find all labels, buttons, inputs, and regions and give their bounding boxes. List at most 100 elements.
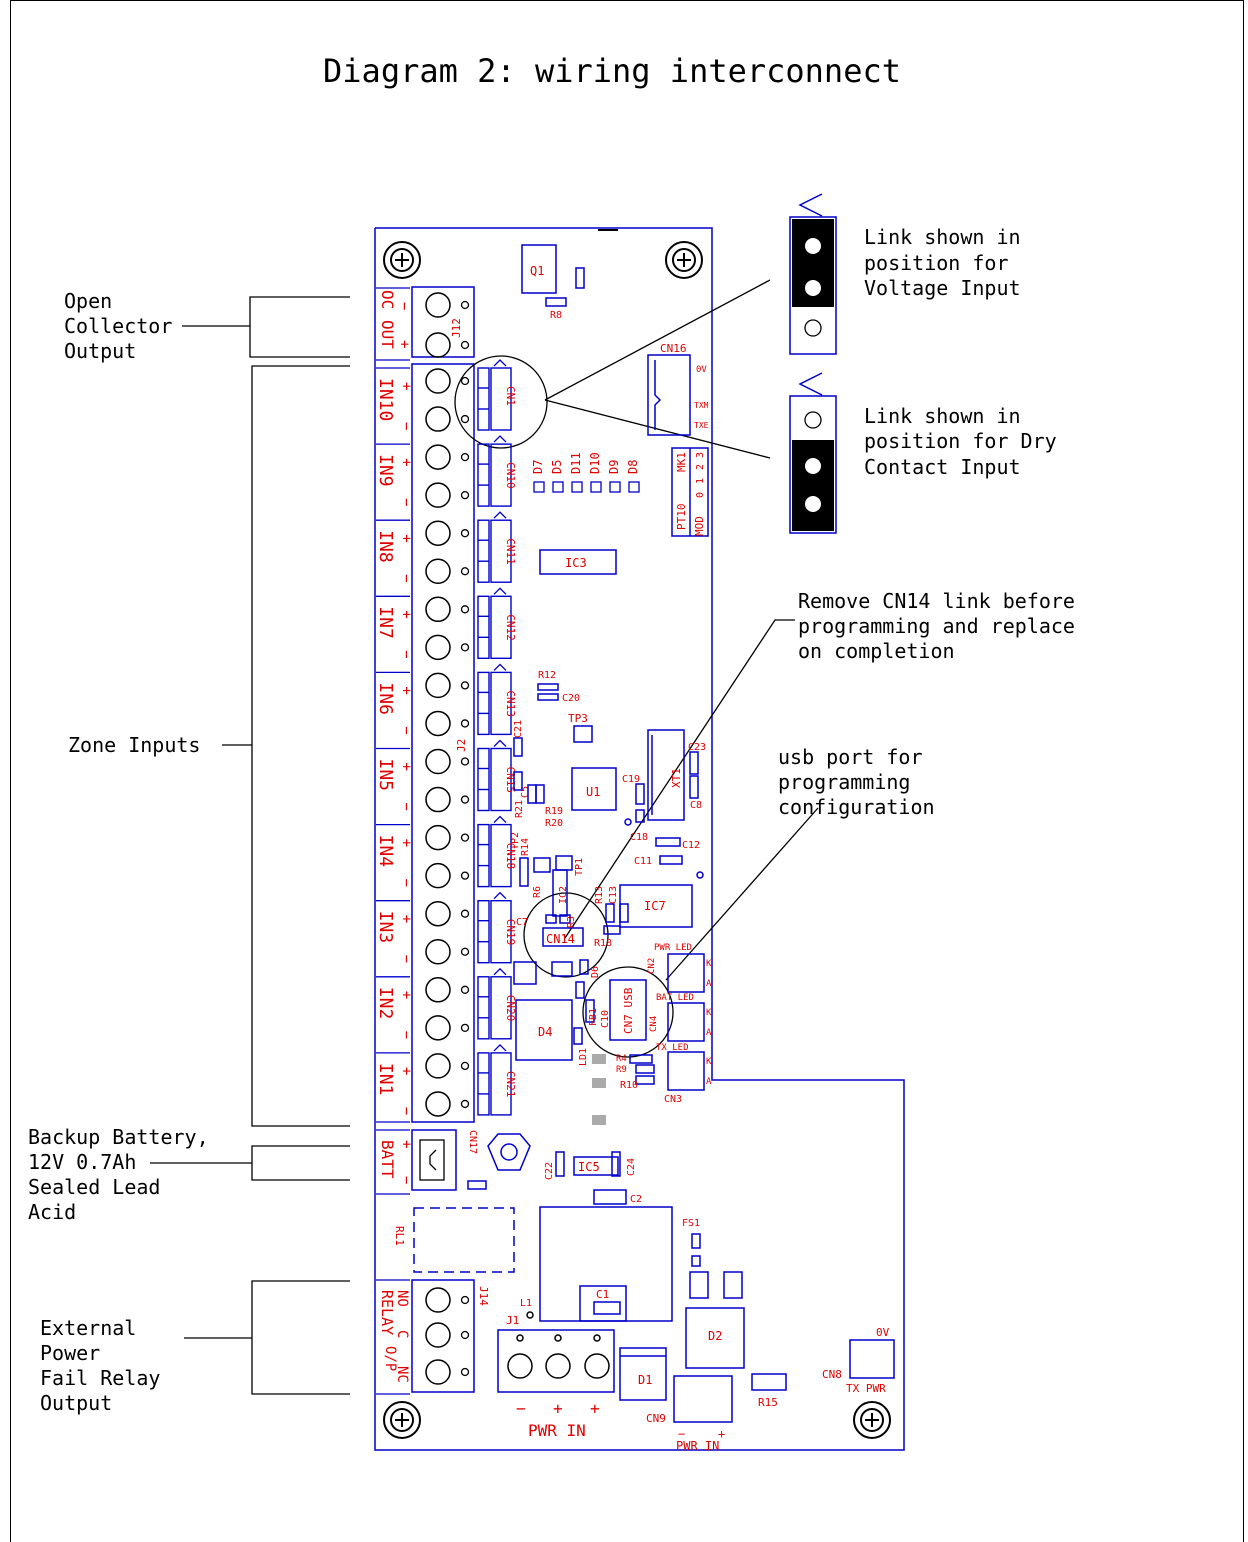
input-plus-10: + bbox=[398, 1067, 414, 1075]
c11-label: C11 bbox=[634, 856, 652, 867]
pin-1-label: 1 bbox=[695, 478, 706, 484]
tx-pwr-label: TX PWR bbox=[846, 1382, 886, 1395]
pwr-in-plus: + bbox=[553, 1399, 563, 1418]
led-label-d10: D10 bbox=[588, 452, 602, 474]
link-body-7 bbox=[490, 823, 512, 888]
ld1-label: LD1 bbox=[578, 1048, 589, 1066]
u1-label: U1 bbox=[586, 785, 600, 799]
c18-label: C18 bbox=[630, 832, 648, 843]
j14-screw-3 bbox=[425, 1359, 451, 1385]
callout-lines bbox=[150, 279, 819, 1395]
link-body-1 bbox=[490, 367, 512, 431]
oc-minus: − bbox=[396, 302, 412, 310]
j12-screw-2 bbox=[425, 332, 451, 358]
oc-label: OC bbox=[378, 290, 397, 309]
j2-screw-16-pin bbox=[460, 947, 470, 956]
c21-label: C21 bbox=[513, 720, 524, 738]
led-label-d11: D11 bbox=[569, 452, 583, 474]
link-pins-2 bbox=[477, 443, 490, 507]
j2-screw-2-pin bbox=[460, 414, 470, 424]
led-label-d8: D8 bbox=[626, 460, 640, 474]
link-arrow-7 bbox=[493, 815, 507, 824]
j14-screw-2-pin bbox=[460, 1330, 470, 1340]
ic7-label: IC7 bbox=[644, 899, 666, 913]
r3-label: R3 bbox=[566, 916, 577, 928]
batt-minus: − bbox=[398, 1176, 414, 1184]
j2-screw-5 bbox=[425, 520, 451, 546]
rl1-label: RL1 bbox=[393, 1226, 406, 1246]
cn17-body bbox=[419, 1139, 445, 1181]
j2-screw-12-pin bbox=[460, 795, 470, 804]
j2-screw-3-pin bbox=[460, 452, 470, 462]
pt10-label: PT10 bbox=[675, 504, 688, 531]
grey-pad-marks bbox=[592, 1054, 606, 1125]
diagram-title: Diagram 2: wiring interconnect bbox=[323, 52, 901, 90]
j14-screw-3-pin bbox=[460, 1367, 470, 1377]
led-pad-d8 bbox=[628, 481, 640, 493]
cn17-latch bbox=[429, 1149, 437, 1171]
cn-label-2: CN10 bbox=[504, 462, 517, 489]
j2-screw-16 bbox=[425, 939, 451, 965]
cn2-label: CN2 bbox=[647, 958, 657, 974]
input-label-in9: IN9 bbox=[375, 454, 396, 487]
d2-label: D2 bbox=[708, 1329, 722, 1343]
input-plus-1: + bbox=[398, 382, 414, 390]
oc-plus: + bbox=[396, 340, 412, 348]
cn4-label: CN4 bbox=[649, 1016, 659, 1032]
link-pins-3 bbox=[477, 519, 490, 583]
input-minus-6: − bbox=[398, 803, 414, 811]
tp1-label: TP1 bbox=[574, 858, 585, 876]
dry-link-line-1: Link shown in bbox=[864, 404, 1021, 428]
cn9-minus: − bbox=[678, 1427, 685, 1441]
relay-c-label: C bbox=[394, 1330, 410, 1338]
link-pins-5 bbox=[477, 671, 490, 736]
cn-label-3: CN11 bbox=[504, 538, 517, 565]
c20-label: C20 bbox=[562, 693, 580, 704]
c13-label: C13 bbox=[608, 886, 619, 904]
pin-2-label: 2 bbox=[695, 464, 706, 470]
battery-line-4: Acid bbox=[28, 1200, 76, 1224]
input-minus-1: − bbox=[398, 422, 414, 430]
cn-label-7: CN18 bbox=[504, 843, 517, 870]
cn17-label: CN17 bbox=[467, 1130, 478, 1154]
pwr-in-plus-2: + bbox=[590, 1399, 600, 1418]
j2-screw-18 bbox=[425, 1015, 451, 1041]
link-arrow-9 bbox=[493, 967, 507, 976]
input-label-in8: IN8 bbox=[375, 530, 396, 563]
j2-screw-6-pin bbox=[460, 567, 470, 576]
c10-label: C10 bbox=[600, 1010, 611, 1028]
relay-line-3: Fail Relay bbox=[40, 1366, 160, 1390]
j2-screw-17 bbox=[425, 977, 451, 1003]
r12-label: R12 bbox=[538, 670, 556, 681]
ic2-label: IC2 bbox=[558, 886, 569, 904]
d4-label: D4 bbox=[538, 1025, 552, 1039]
input-plus-9: + bbox=[398, 991, 414, 999]
link-arrow-3 bbox=[493, 511, 507, 519]
r6-label: R6 bbox=[532, 886, 543, 898]
out-label: OUT bbox=[378, 320, 397, 349]
cn-label-8: CN19 bbox=[504, 919, 517, 946]
batt-plus: + bbox=[398, 1140, 414, 1148]
c12-label: C12 bbox=[682, 840, 700, 851]
j2-screw-1 bbox=[425, 368, 451, 394]
link-arrow-8 bbox=[493, 891, 507, 900]
j12-screw-1 bbox=[425, 292, 451, 318]
l1-label: L1 bbox=[520, 1298, 532, 1309]
j2-screw-19-pin bbox=[460, 1061, 470, 1071]
link-pins-4 bbox=[477, 595, 490, 659]
input-minus-4: − bbox=[398, 650, 414, 658]
j2-screw-20 bbox=[425, 1091, 451, 1117]
power-terminal-screws bbox=[507, 1311, 610, 1379]
battery-line-1: Backup Battery, bbox=[28, 1125, 209, 1149]
link-arrow-2 bbox=[493, 435, 507, 443]
j2-screw-19 bbox=[425, 1053, 451, 1079]
callout-texts: Open Collector Output Zone Inputs Backup… bbox=[28, 225, 1075, 1415]
bat-led-label: BAT LED bbox=[656, 993, 694, 1003]
input-minus-10: − bbox=[398, 1107, 414, 1115]
link-arrow-1 bbox=[493, 359, 507, 367]
c23-label: C23 bbox=[688, 742, 706, 753]
link-body-6 bbox=[490, 747, 512, 812]
input-minus-5: − bbox=[398, 726, 414, 734]
led-pad-d5 bbox=[552, 481, 564, 493]
